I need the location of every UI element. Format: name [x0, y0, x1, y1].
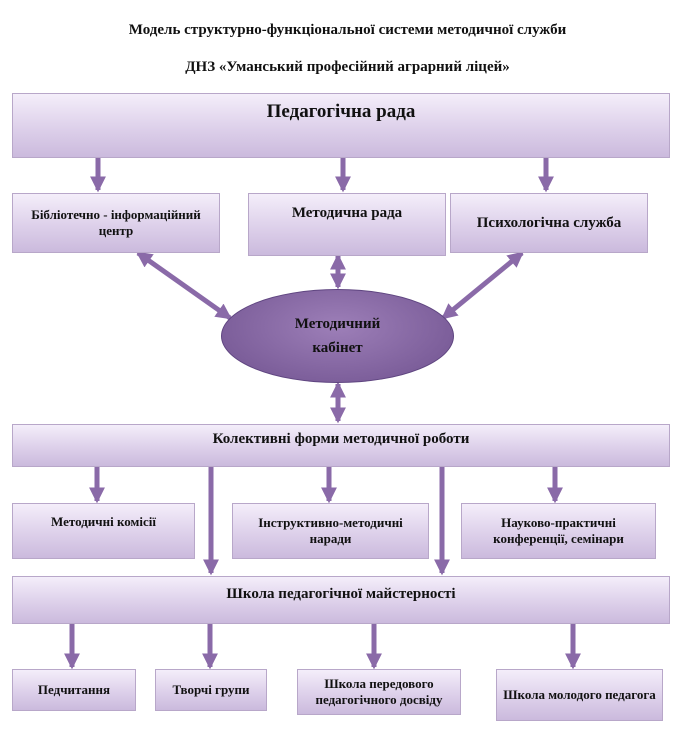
arrow-biblio-kabinet	[136, 250, 232, 321]
metod-kabinet-line2: кабінет	[312, 340, 363, 356]
node-shkola-peredovoho: Школа передового педагогічного досвіду	[297, 669, 461, 715]
node-metod-rada: Методична рада	[248, 193, 446, 256]
node-shkola-maisternosti: Школа педагогічної майстерності	[12, 576, 670, 624]
node-biblio-center: Бібліотечно - інформаційний центр	[12, 193, 220, 253]
node-instrukt-narady: Інструктивно-методичні наради	[232, 503, 429, 559]
node-tvorchi-hrupy: Творчі групи	[155, 669, 267, 711]
node-pedchytannia: Педчитання	[12, 669, 136, 711]
diagram-title-line2: ДНЗ «Уманський професійний аграрний ліце…	[185, 59, 510, 75]
node-shkola-molodoho: Школа молодого педагога	[496, 669, 663, 721]
arrow-psych-kabinet	[441, 251, 524, 320]
node-ped-rada: Педагогічна рада	[12, 93, 670, 158]
node-metod-kabinet: Методичний кабінет	[221, 289, 454, 383]
node-metod-komisii: Методичні комісії	[12, 503, 195, 559]
diagram-title-line1: Модель структурно-функціональної системи…	[128, 22, 567, 38]
node-naukovo-konf: Науково-практичні конференції, семінари	[461, 503, 656, 559]
node-kolektyvni-formy: Колективні форми методичної роботи	[12, 424, 670, 467]
node-psych-sluzhba: Психологічна служба	[450, 193, 648, 253]
metod-kabinet-line1: Методичний	[294, 316, 381, 332]
